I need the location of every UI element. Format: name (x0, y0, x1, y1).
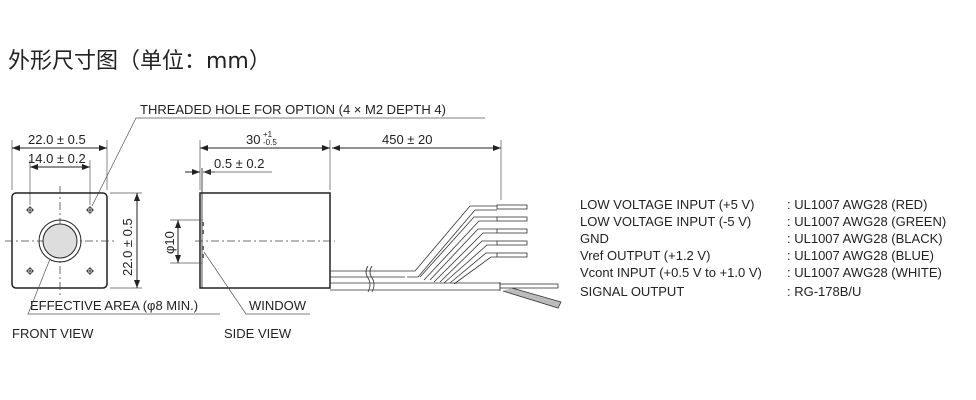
front-width-dim: 22.0 ± 0.5 (28, 132, 86, 147)
front-height-dim: 22.0 ± 0.5 (120, 218, 135, 276)
svg-text:LOW VOLTAGE INPUT (-5 V): LOW VOLTAGE INPUT (-5 V) (580, 214, 751, 229)
svg-text:: UL1007 AWG28 (BLUE): : UL1007 AWG28 (BLUE) (787, 248, 934, 263)
cables (330, 204, 562, 309)
svg-text:: UL1007 AWG28 (GREEN): : UL1007 AWG28 (GREEN) (787, 214, 946, 229)
effective-area-label: EFFECTIVE AREA (φ8 MIN.) (30, 298, 198, 313)
svg-text:GND: GND (580, 231, 609, 246)
window-dim: 0.5 ± 0.2 (214, 156, 265, 171)
wiring-legend: LOW VOLTAGE INPUT (+5 V) : UL1007 AWG28 (… (580, 197, 946, 299)
page-title: 外形尺寸图（单位：mm） (8, 49, 271, 74)
cable-length-dim: 450 ± 20 (382, 132, 433, 147)
threaded-hole-label: THREADED HOLE FOR OPTION (4 × M2 DEPTH 4… (140, 102, 446, 117)
svg-text:: UL1007 AWG28 (WHITE): : UL1007 AWG28 (WHITE) (787, 265, 942, 280)
side-view: 30 +1 -0.5 450 ± 20 0.5 ± 0.2 φ10 (162, 130, 562, 309)
hole-pitch-dim: 14.0 ± 0.2 (28, 151, 86, 166)
window-leader (203, 251, 310, 315)
svg-text:: UL1007 AWG28 (RED): : UL1007 AWG28 (RED) (787, 197, 927, 212)
svg-text:+1: +1 (263, 130, 273, 139)
front-view: 22.0 ± 0.5 14.0 ± 0.2 22.0 ± 0.5 (5, 132, 142, 296)
front-view-label: FRONT VIEW (12, 326, 94, 341)
svg-text:-0.5: -0.5 (263, 138, 277, 147)
side-view-label: SIDE VIEW (224, 326, 292, 341)
side-length-dim: 30 (246, 132, 260, 147)
diameter-dim: φ10 (162, 231, 177, 254)
svg-text:SIGNAL OUTPUT: SIGNAL OUTPUT (580, 284, 684, 299)
svg-text:: RG-178B/U: : RG-178B/U (787, 284, 861, 299)
svg-text:LOW VOLTAGE INPUT (+5 V): LOW VOLTAGE INPUT (+5 V) (580, 197, 754, 212)
svg-text:Vcont INPUT (+0.5 V to +1.0 V): Vcont INPUT (+0.5 V to +1.0 V) (580, 265, 762, 280)
window-label: WINDOW (249, 298, 307, 313)
svg-text:Vref OUTPUT (+1.2 V): Vref OUTPUT (+1.2 V) (580, 248, 710, 263)
svg-text:: UL1007 AWG28 (BLACK): : UL1007 AWG28 (BLACK) (787, 231, 943, 246)
effective-area-leader (27, 258, 220, 315)
